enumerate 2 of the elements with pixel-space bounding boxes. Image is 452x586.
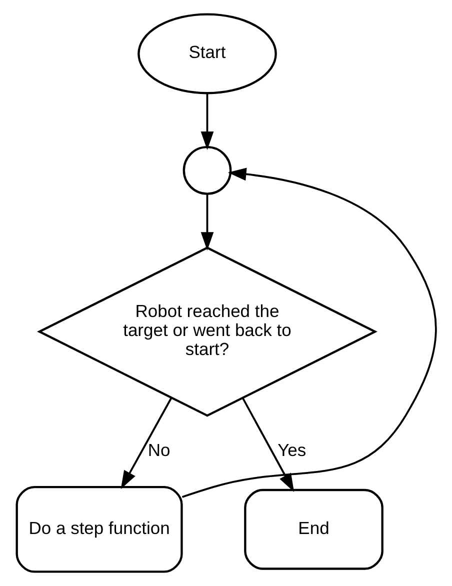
edge-label: Yes	[277, 440, 306, 460]
edge-label: No	[147, 440, 170, 460]
